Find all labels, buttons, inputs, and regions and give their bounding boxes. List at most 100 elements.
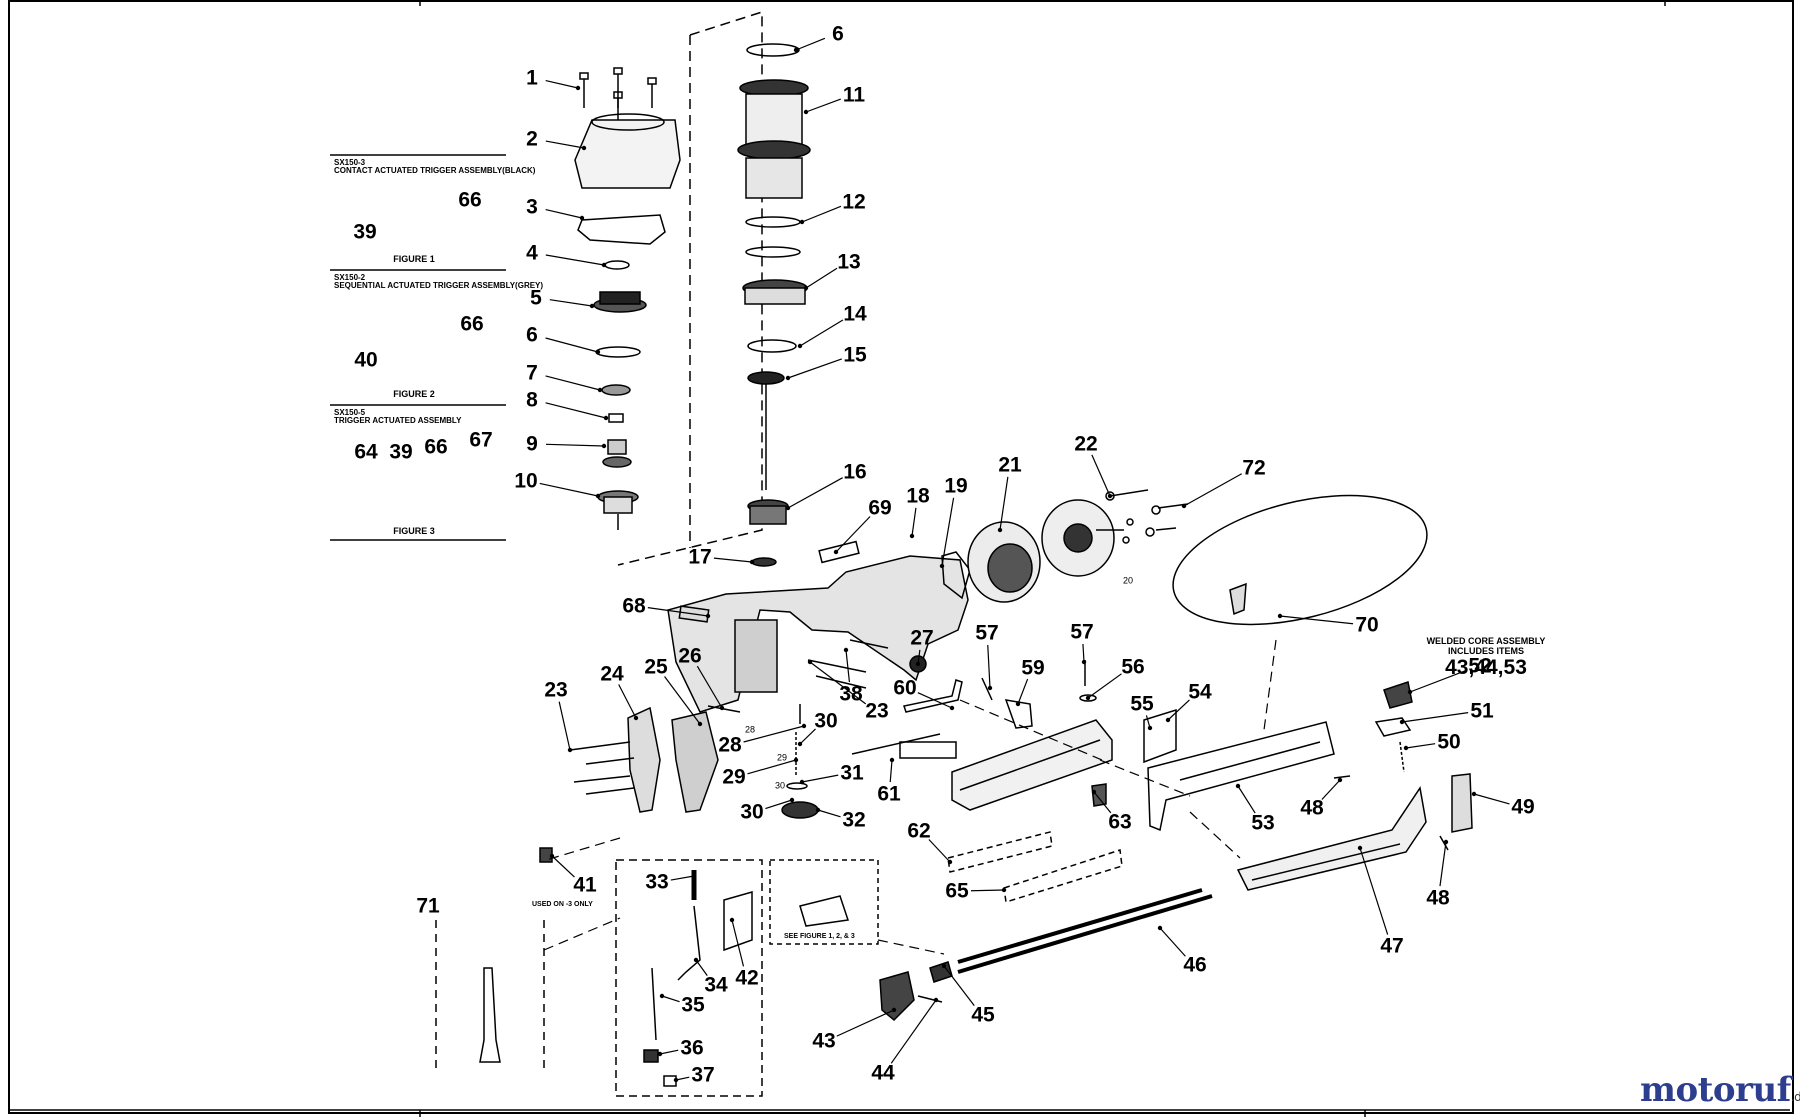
leader-32 bbox=[817, 809, 841, 818]
bushing-17 bbox=[751, 557, 777, 567]
pin-48 bbox=[1439, 835, 1449, 851]
callout-7: 7 bbox=[526, 361, 538, 385]
safety-42 bbox=[723, 891, 753, 952]
leader-50 bbox=[1405, 743, 1436, 749]
leader-tip bbox=[567, 747, 573, 753]
fig2-part-66: 66 bbox=[460, 312, 484, 336]
o-ring-6-top bbox=[746, 43, 800, 57]
pin-38 bbox=[807, 659, 867, 673]
leader-72 bbox=[1183, 473, 1242, 507]
callout-71: 71 bbox=[416, 894, 440, 918]
leader-11 bbox=[805, 98, 842, 113]
cap-36 bbox=[643, 1049, 659, 1063]
leader-15 bbox=[787, 358, 842, 379]
pin-71 bbox=[479, 967, 501, 1063]
leader-tip bbox=[1147, 725, 1153, 731]
label-69 bbox=[818, 540, 860, 564]
fig3-desc: TRIGGER ACTUATED ASSEMBLY bbox=[334, 416, 462, 425]
seal-19 bbox=[941, 551, 971, 600]
callout-27: 27 bbox=[910, 626, 934, 650]
leader-tip bbox=[693, 957, 699, 963]
leader-57 bbox=[1082, 643, 1085, 663]
leader-tip bbox=[801, 723, 807, 729]
leader-tip bbox=[597, 387, 603, 393]
o-ring-12a bbox=[745, 216, 801, 228]
leader-tip bbox=[793, 47, 799, 53]
callout-62: 62 bbox=[907, 819, 931, 843]
callout-48: 48 bbox=[1426, 886, 1450, 910]
pin-48b bbox=[1333, 775, 1351, 779]
pusher-43 bbox=[879, 971, 915, 1022]
callout-26: 26 bbox=[678, 644, 702, 668]
callout-37: 37 bbox=[691, 1063, 715, 1087]
spring-50 bbox=[1399, 741, 1405, 773]
leader-tip bbox=[1165, 717, 1171, 723]
leader-3 bbox=[545, 208, 583, 219]
leader-4 bbox=[545, 254, 605, 266]
leader-6 bbox=[545, 337, 599, 353]
leader-27 bbox=[917, 649, 921, 665]
core-plate-53 bbox=[1147, 721, 1335, 832]
leader-6 bbox=[795, 37, 826, 51]
piston-driver-15 bbox=[747, 371, 785, 490]
callout-63: 63 bbox=[1108, 810, 1132, 834]
leader-tip bbox=[803, 285, 809, 291]
fig2-caption: FIGURE 2 bbox=[393, 389, 435, 399]
pin-38b bbox=[815, 675, 867, 689]
callout-43: 43 bbox=[812, 1029, 836, 1053]
leader-lines bbox=[539, 37, 1510, 1083]
leader-tip bbox=[659, 993, 665, 999]
leader-tip bbox=[949, 705, 955, 711]
fig3-part-64: 64 bbox=[354, 440, 378, 464]
bushing-8 bbox=[608, 413, 624, 423]
leader-24 bbox=[618, 684, 637, 719]
pad-65 bbox=[1003, 849, 1123, 903]
fig1-desc: CONTACT ACTUATED TRIGGER ASSEMBLY(BLACK) bbox=[334, 166, 536, 175]
leader-10 bbox=[539, 482, 599, 497]
callout-60: 60 bbox=[893, 676, 917, 700]
leader-17 bbox=[713, 557, 753, 563]
callout-6: 6 bbox=[526, 323, 538, 347]
fig1-title: SX150-3 bbox=[334, 158, 366, 167]
callout-4: 4 bbox=[526, 241, 538, 265]
see-figure-box bbox=[769, 859, 879, 945]
leader-tip bbox=[799, 779, 805, 785]
callout-55: 55 bbox=[1130, 692, 1154, 716]
leader-16 bbox=[787, 477, 843, 509]
callout-56: 56 bbox=[1121, 655, 1145, 679]
leader-tip bbox=[797, 343, 803, 349]
leader-30 bbox=[799, 728, 816, 745]
bolts-23-left bbox=[569, 741, 635, 795]
small-mark-30: 30 bbox=[774, 780, 786, 791]
nosepiece-24 bbox=[627, 706, 661, 813]
leader-tip bbox=[843, 647, 849, 653]
washer-31 bbox=[786, 782, 808, 790]
logo-text: motoruf bbox=[1640, 1070, 1791, 1110]
small-mark-28: 28 bbox=[744, 724, 756, 735]
fig1-caption: FIGURE 1 bbox=[393, 254, 435, 264]
leader-tip bbox=[785, 375, 791, 381]
callout-6: 6 bbox=[832, 22, 844, 46]
valve-seat-10 bbox=[597, 490, 639, 514]
leader-70 bbox=[1279, 615, 1354, 625]
drawing-border bbox=[8, 0, 1794, 1114]
leader-tip bbox=[815, 807, 821, 813]
see-figure-note: SEE FIGURE 1, 2, & 3 bbox=[784, 933, 855, 940]
leader-tip bbox=[1277, 613, 1283, 619]
leader-44 bbox=[890, 999, 937, 1064]
callout-8: 8 bbox=[526, 388, 538, 412]
head-valve-5 bbox=[593, 291, 647, 313]
leader-tip bbox=[1181, 503, 1187, 509]
leader-tip bbox=[1157, 925, 1163, 931]
leader-8 bbox=[545, 402, 607, 419]
leader-tip bbox=[1107, 493, 1113, 499]
callout-48: 48 bbox=[1300, 796, 1324, 820]
leader-tip bbox=[729, 917, 735, 923]
leader-45 bbox=[943, 965, 975, 1006]
callout-38: 38 bbox=[839, 682, 863, 706]
leader-52 bbox=[1409, 669, 1468, 693]
callout-16: 16 bbox=[843, 460, 867, 484]
leader-12 bbox=[801, 205, 842, 223]
used-on-note: USED ON -3 ONLY bbox=[532, 901, 593, 908]
